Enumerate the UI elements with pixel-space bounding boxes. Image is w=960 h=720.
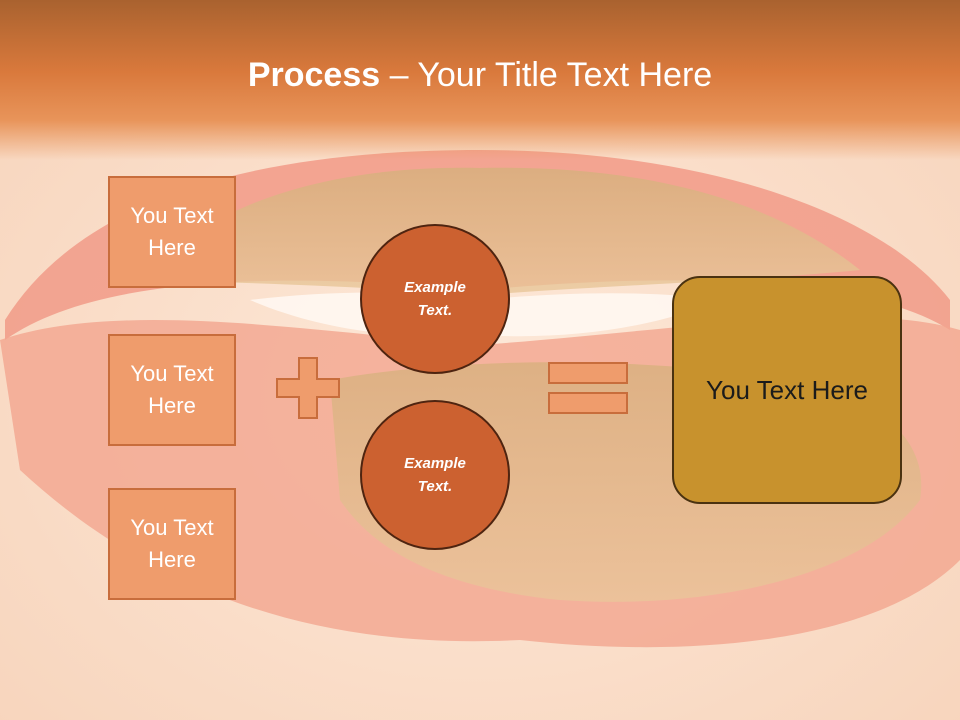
title-bold: Process (247, 56, 381, 94)
title-rest: – Your Title Text Here (380, 56, 713, 94)
result-box-label: You Text Here (706, 375, 868, 405)
left-box-1[interactable]: You Text Here (108, 176, 236, 288)
left-box-1-label: You Text Here (130, 203, 214, 260)
slide-title: Process – Your Title Text Here (0, 52, 960, 98)
left-box-3[interactable]: You Text Here (108, 488, 236, 600)
title-banner (0, 0, 960, 160)
result-box[interactable]: You Text Here (672, 276, 902, 504)
left-box-3-label: You Text Here (130, 515, 214, 572)
left-box-2-label: You Text Here (130, 361, 214, 418)
example-circle-1-label: Example Text. (404, 279, 466, 319)
equals-icon (548, 362, 628, 414)
example-circle-2[interactable]: Example Text. (360, 400, 510, 550)
left-box-2[interactable]: You Text Here (108, 334, 236, 446)
example-circle-2-label: Example Text. (404, 455, 466, 495)
example-circle-1[interactable]: Example Text. (360, 224, 510, 374)
plus-icon (276, 357, 340, 419)
